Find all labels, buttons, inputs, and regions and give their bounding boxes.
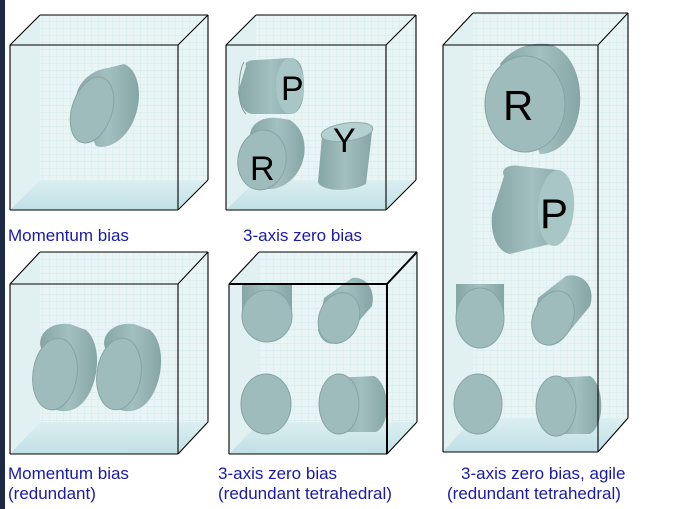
wheel-label-p: P <box>540 190 568 237</box>
panel-momentum-bias-redundant <box>9 251 209 455</box>
box-edges <box>9 14 209 211</box>
box-floor <box>10 180 208 210</box>
wheel-pitch <box>238 58 304 115</box>
wheel-label-y: Y <box>333 122 356 160</box>
tetra-wheel-1 <box>455 284 505 349</box>
caption-momentum-bias: Momentum bias <box>8 226 129 246</box>
caption-line-1: 3-axis zero bias, agile <box>461 464 626 483</box>
panel-3-axis-redundant-tetrahedral <box>228 251 418 455</box>
caption-line-2: (redundant) <box>8 484 96 503</box>
tetra-wheel-2 <box>531 275 592 346</box>
tetra-wheel-4 <box>318 373 388 435</box>
caption-3-axis-agile: 3-axis zero bias, agile (redundant tetra… <box>447 464 625 504</box>
box-floor <box>10 422 208 454</box>
caption-3-axis-redundant-tetrahedral: 3-axis zero bias (redundant tetrahedral) <box>218 464 392 504</box>
momentum-wheel-1 <box>32 323 98 412</box>
box-left-face <box>10 15 40 210</box>
panel-3-axis-agile: R P <box>442 12 629 453</box>
panel-3-axis-zero-bias: P R Y <box>225 14 417 211</box>
panel-momentum-bias <box>9 14 209 211</box>
caption-line-1: 3-axis zero bias <box>243 226 363 245</box>
tetra-wheel-2 <box>317 277 373 344</box>
box-edges <box>225 14 417 211</box>
caption-line-2: (redundant tetrahedral) <box>447 484 621 503</box>
caption-line-1: 3-axis zero bias <box>218 464 338 483</box>
caption-line-2: (redundant tetrahedral) <box>218 484 392 503</box>
tetra-wheel-3 <box>240 373 292 435</box>
tetra-wheel-1 <box>241 284 293 343</box>
box-left-face <box>10 252 40 454</box>
wheel-pitch-large <box>491 165 575 254</box>
box-edges <box>228 251 418 455</box>
caption-line-1: Momentum bias <box>8 226 129 245</box>
wheel-yaw <box>318 121 374 190</box>
caption-line-1: Momentum bias <box>8 464 129 483</box>
caption-3-axis-zero-bias: 3-axis zero bias <box>243 226 362 246</box>
wheel-roll-large <box>484 43 581 155</box>
wheel-label-r: R <box>250 150 275 188</box>
wheel-label-p: P <box>281 70 304 108</box>
box-edges <box>9 251 209 455</box>
tetra-wheel-3 <box>453 373 503 435</box>
caption-momentum-bias-redundant: Momentum bias (redundant) <box>8 464 129 504</box>
left-edge-stripe <box>0 0 5 509</box>
wheel-label-r: R <box>503 82 533 129</box>
box-edges <box>442 12 629 453</box>
wheel-roll <box>237 117 305 191</box>
momentum-wheel-2 <box>96 323 162 412</box>
momentum-wheel <box>69 64 139 147</box>
tetra-wheel-4 <box>535 375 602 437</box>
